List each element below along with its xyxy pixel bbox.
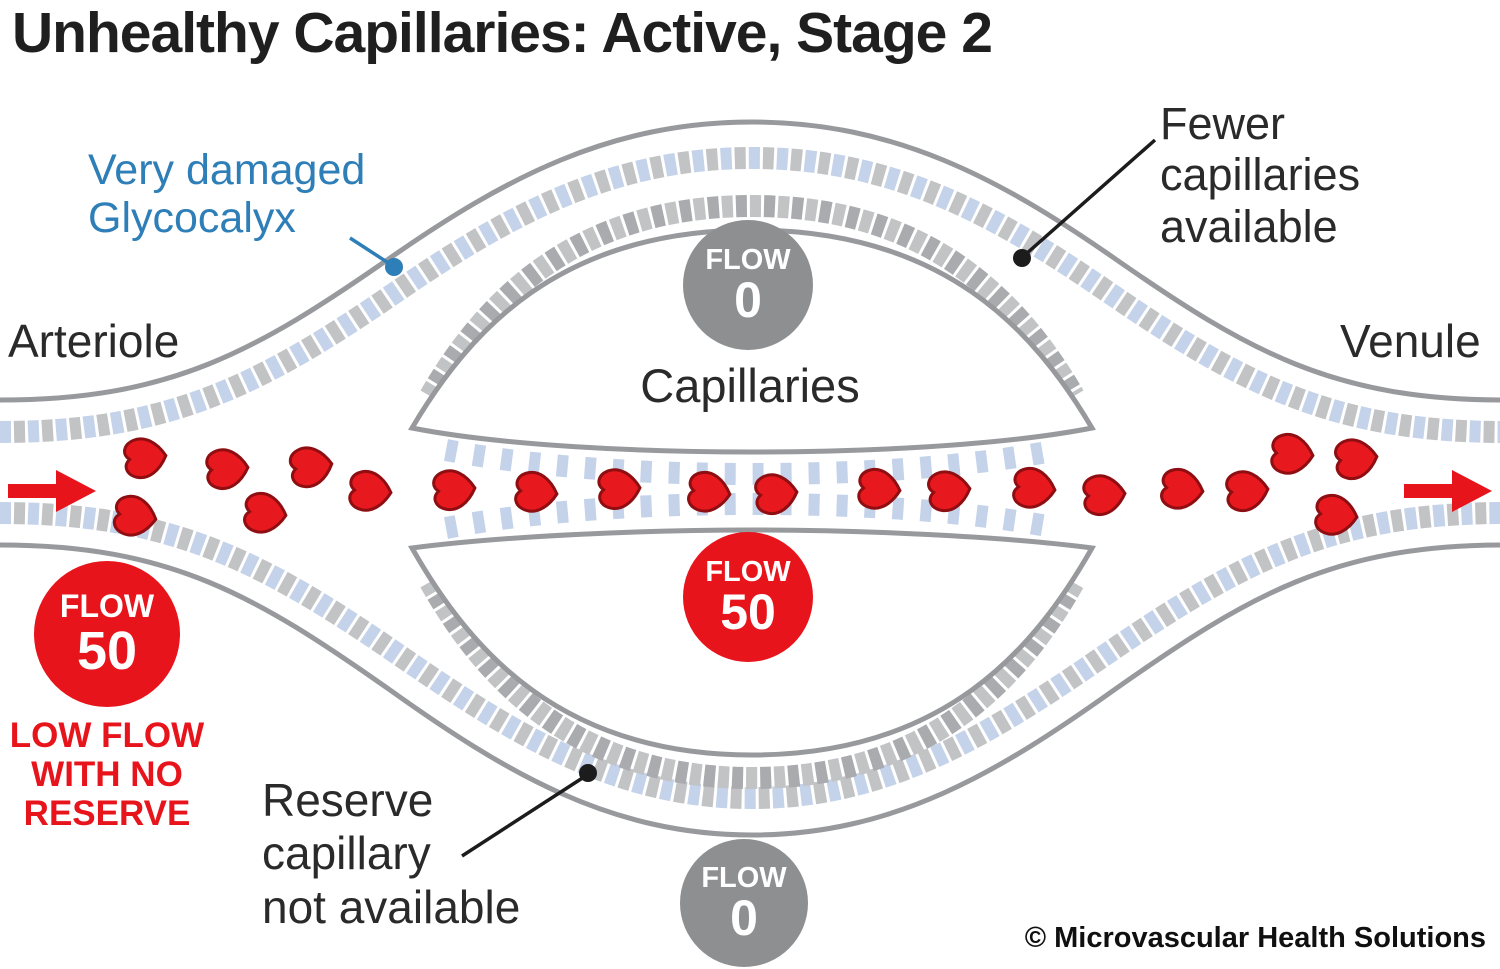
flow-badge-left-value: 50 — [76, 620, 138, 681]
page-title: Unhealthy Capillaries: Active, Stage 2 — [12, 1, 993, 65]
red-blood-cell — [1081, 472, 1128, 518]
red-blood-cell — [431, 467, 479, 513]
flow-badge-top: FLOW 0 — [683, 220, 813, 350]
red-blood-cell — [596, 466, 643, 511]
red-blood-cell — [513, 469, 561, 515]
red-blood-cell — [287, 443, 336, 491]
leader-lines — [349, 138, 1157, 858]
outer-bottom-wall — [0, 542, 1500, 838]
venule-label: Venule — [1340, 315, 1481, 367]
red-blood-cell — [347, 468, 394, 514]
flow-badge-bottom: FLOW 0 — [680, 839, 808, 967]
flow-badge-middle-value: 50 — [720, 584, 776, 641]
red-blood-cell — [753, 471, 801, 517]
flow-badge-left: FLOW 50 — [34, 561, 180, 707]
flow-badge-middle: FLOW 50 — [683, 532, 813, 662]
red-blood-cell — [241, 490, 290, 537]
flow-badge-middle-label: FLOW — [705, 555, 791, 588]
outer-top-wall — [0, 119, 1500, 403]
flow-badge-top-label: FLOW — [705, 243, 791, 276]
copyright-notice: © Microvascular Health Solutions — [1024, 922, 1486, 954]
flow-badge-top-value: 0 — [734, 272, 762, 329]
red-blood-cell — [111, 492, 160, 540]
red-blood-cell — [204, 446, 251, 492]
red-blood-cell — [1224, 468, 1272, 514]
red-blood-cell — [1158, 466, 1207, 513]
glycocalyx-label: Very damaged Glycocalyx — [88, 146, 366, 243]
fewer-capillaries-label: Fewer capillaries available — [1160, 98, 1361, 252]
capillaries-label: Capillaries — [640, 359, 860, 412]
flow-direction-arrow-left — [8, 470, 96, 512]
reserve-capillary-leader-line — [461, 775, 585, 858]
arteriole-label: Arteriole — [8, 315, 180, 367]
flow-direction-arrow-right — [1404, 470, 1492, 512]
red-blood-cell — [1332, 435, 1381, 482]
flow-badge-bottom-label: FLOW — [701, 861, 787, 894]
red-blood-cell — [925, 467, 974, 514]
flow-badge-left-label: FLOW — [59, 588, 155, 625]
glycocalyx-leader-line — [349, 236, 391, 266]
red-blood-cell — [1269, 431, 1316, 477]
fewer-capillaries-dot — [1013, 249, 1031, 267]
flow-badge-bottom-value: 0 — [730, 890, 758, 947]
red-blood-cell — [1011, 465, 1059, 511]
fewer-capillaries-leader-line — [1024, 138, 1157, 256]
reserve-capillary-label: Reserve capillary not available — [262, 774, 521, 933]
glycocalyx-dot — [385, 258, 403, 276]
red-blood-cell — [121, 434, 170, 481]
low-flow-warning-label: LOW FLOW WITH NO RESERVE — [9, 716, 205, 834]
reserve-capillary-dot — [579, 764, 597, 782]
